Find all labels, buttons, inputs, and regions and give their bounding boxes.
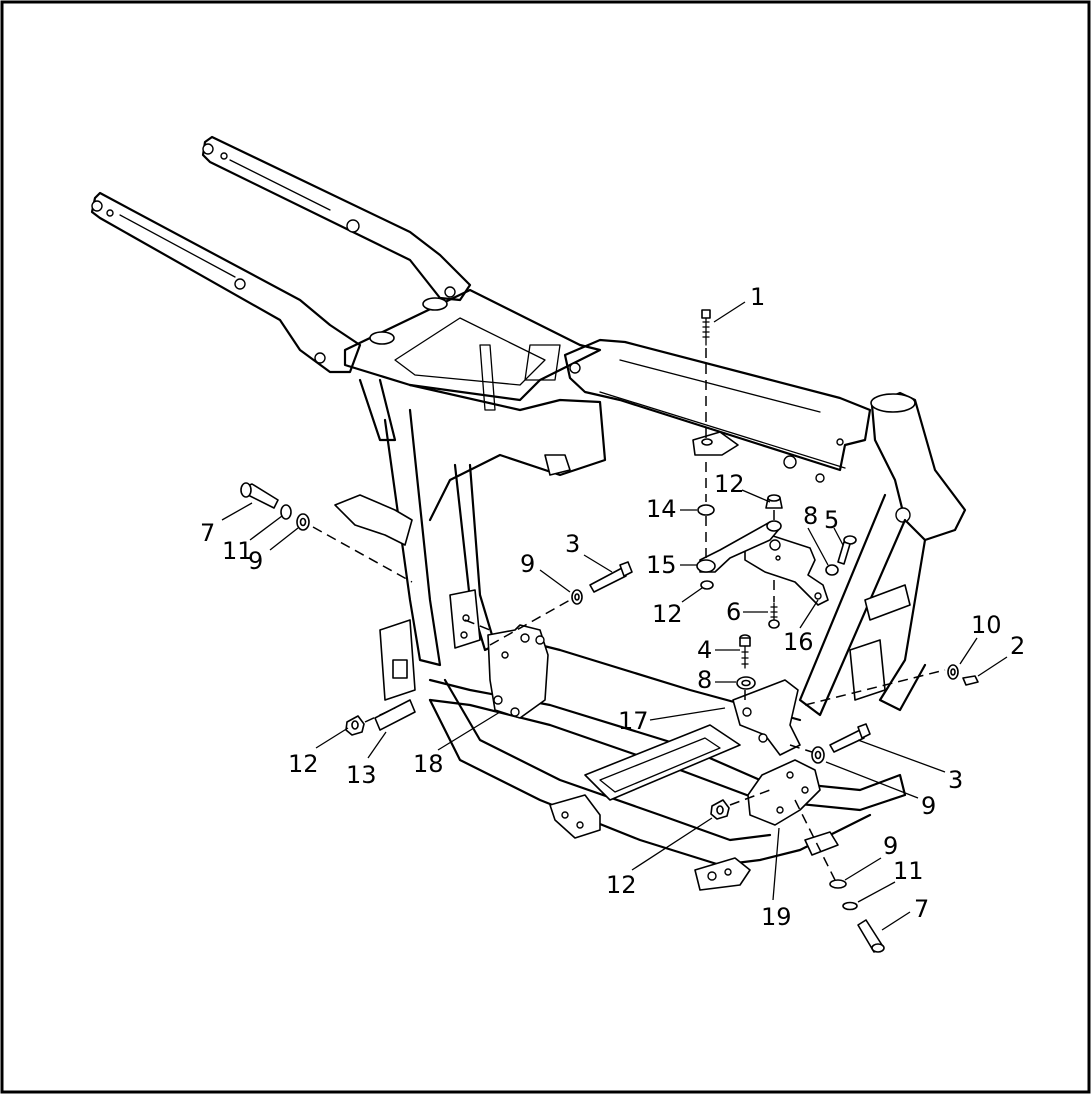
callout-8-upper: 8 bbox=[803, 502, 818, 530]
callout-15: 15 bbox=[646, 551, 677, 579]
callout-12-bottom: 12 bbox=[606, 871, 637, 899]
callout-19: 19 bbox=[761, 903, 792, 931]
washer-9-left bbox=[296, 513, 310, 531]
leader-lines bbox=[221, 301, 1008, 931]
washer-9-bottom bbox=[829, 879, 847, 889]
lockwasher-11-left bbox=[280, 504, 292, 520]
nut-12-top bbox=[765, 494, 783, 509]
nut-12-middle bbox=[710, 799, 730, 820]
callout-14: 14 bbox=[646, 495, 677, 523]
callout-9-left: 9 bbox=[248, 547, 263, 575]
callout-17: 17 bbox=[618, 707, 649, 735]
spacer-13 bbox=[374, 699, 416, 731]
hardware-parts bbox=[240, 309, 979, 953]
callout-18: 18 bbox=[413, 750, 444, 778]
callout-labels: 1 12 14 8 5 3 9 15 12 6 16 7 11 9 10 2 4… bbox=[200, 283, 1025, 931]
bolt-6 bbox=[768, 602, 780, 629]
lockwasher-11-bottom bbox=[842, 901, 858, 911]
callout-10: 10 bbox=[971, 611, 1002, 639]
callout-9-bottom: 9 bbox=[883, 832, 898, 860]
spacer-14 bbox=[697, 504, 715, 516]
callout-9-upper: 9 bbox=[520, 550, 535, 578]
callout-16: 16 bbox=[783, 628, 814, 656]
bolt-4 bbox=[739, 634, 751, 669]
bolt-5 bbox=[837, 535, 857, 565]
nut-12-link bbox=[700, 580, 714, 590]
callout-12-top: 12 bbox=[714, 470, 745, 498]
callout-3-lower: 3 bbox=[948, 766, 963, 794]
callout-8-lower: 8 bbox=[697, 666, 712, 694]
callout-13: 13 bbox=[346, 761, 377, 789]
bolt-3-lower bbox=[829, 723, 871, 753]
callout-1: 1 bbox=[750, 283, 765, 311]
washer-9-right bbox=[811, 746, 825, 764]
callout-11-bottom: 11 bbox=[893, 857, 924, 885]
assembly-centerlines bbox=[312, 348, 946, 881]
washer-8-lower bbox=[736, 676, 756, 690]
callout-4: 4 bbox=[697, 636, 712, 664]
callout-2: 2 bbox=[1010, 632, 1025, 660]
bolt-7-bottom bbox=[857, 919, 885, 953]
callout-7-bottom: 7 bbox=[914, 895, 929, 923]
bolt-7-left bbox=[240, 482, 279, 509]
callout-6: 6 bbox=[726, 598, 741, 626]
callout-12-link: 12 bbox=[652, 600, 683, 628]
callout-5: 5 bbox=[824, 506, 839, 534]
callout-7-left: 7 bbox=[200, 519, 215, 547]
bolt-3-upper bbox=[589, 561, 633, 593]
bolt-1 bbox=[701, 309, 711, 346]
motorcycle-frame bbox=[90, 135, 967, 891]
callout-12-left: 12 bbox=[288, 750, 319, 778]
callout-3-upper: 3 bbox=[565, 530, 580, 558]
callout-11-left: 11 bbox=[222, 537, 253, 565]
washer-10 bbox=[947, 664, 959, 680]
callout-9-right: 9 bbox=[921, 792, 936, 820]
screw-2 bbox=[962, 675, 979, 686]
washer-8-upper bbox=[825, 564, 839, 576]
washer-9-upper bbox=[571, 589, 583, 605]
